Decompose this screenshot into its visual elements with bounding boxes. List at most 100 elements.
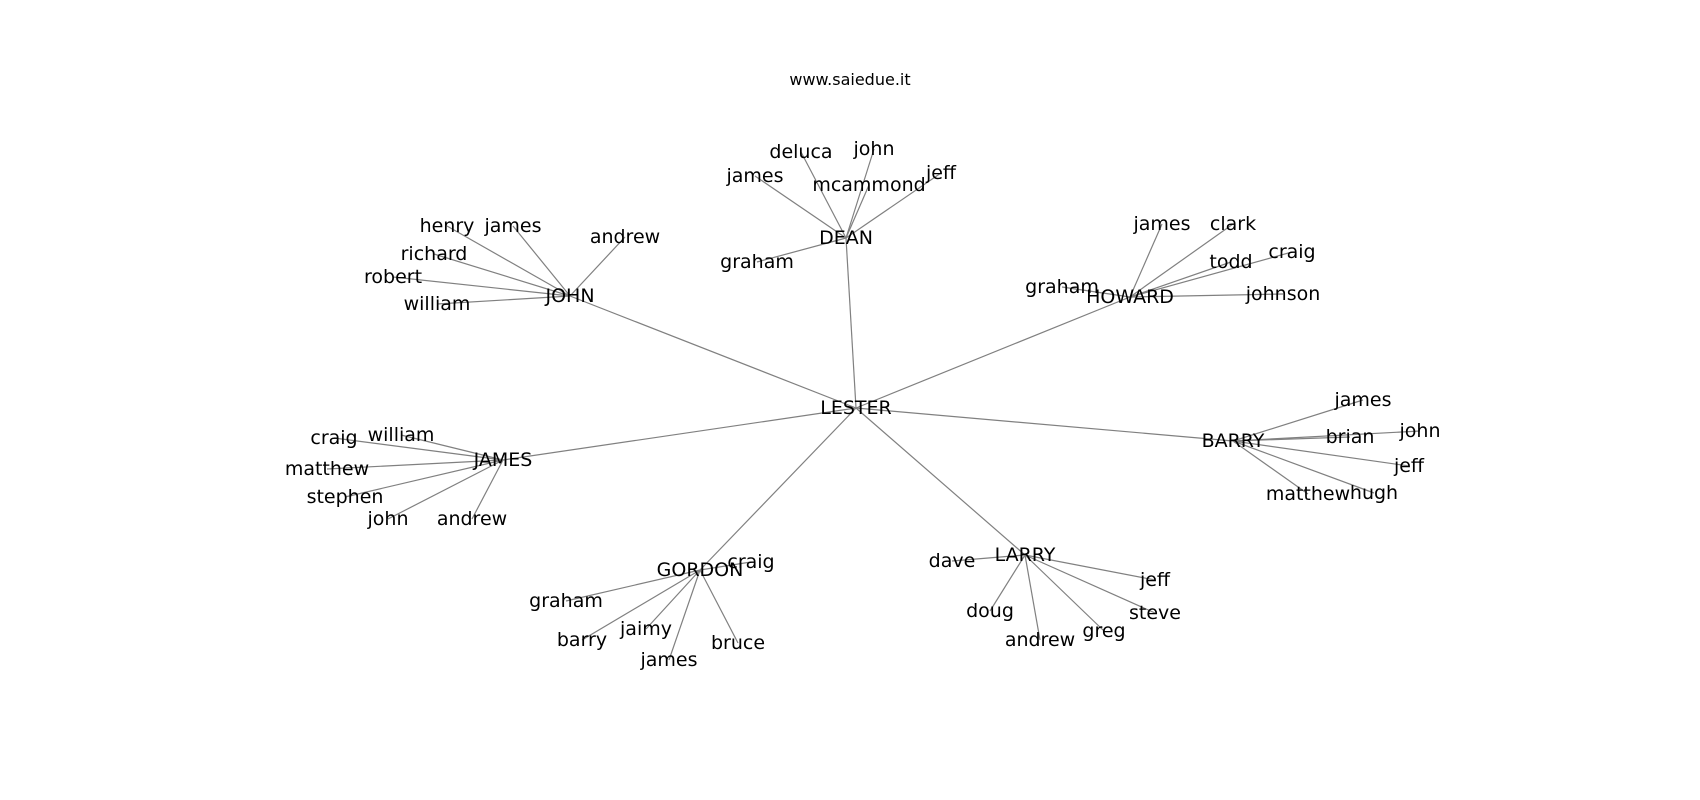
leaf-node-label: jeff [925, 162, 957, 184]
edge-root-howard [855, 296, 1131, 409]
site-title: www.saiedue.it [789, 70, 911, 89]
leaf-node-label: graham [529, 590, 603, 612]
edge-john-james [512, 225, 571, 297]
edge-larry-steve [1024, 554, 1156, 614]
hub-node-label: DEAN [819, 227, 873, 249]
edge-root-barry [855, 407, 1234, 442]
edge-root-james [502, 407, 857, 461]
leaf-node-label: james [725, 165, 783, 187]
edge-gordon-bruce [699, 569, 739, 644]
edge-john-henry [446, 225, 571, 297]
leaf-node-label: john [367, 508, 409, 530]
leaf-node-label: william [404, 293, 471, 315]
leaf-node-label: craig [310, 427, 357, 449]
edge-howard-james [1129, 223, 1163, 298]
edge-barry-john [1232, 430, 1421, 442]
leaf-node-label: stephen [307, 486, 384, 508]
edge-gordon-craig [699, 561, 752, 571]
leaf-node-label: todd [1209, 251, 1252, 273]
root-node-label: LESTER [820, 397, 891, 419]
leaf-node-label: james [1333, 389, 1391, 411]
edge-dean-deluca [800, 151, 847, 239]
leaf-node-label: jaimy [619, 618, 672, 640]
edge-james-john [387, 459, 504, 520]
leaf-node-label: james [483, 215, 541, 237]
graph-edges [326, 148, 1421, 661]
edge-howard-graham [1061, 286, 1131, 298]
edge-root-larry [855, 407, 1026, 556]
edge-john-andrew [569, 236, 626, 297]
leaf-node-label: andrew [590, 226, 660, 248]
leaf-node-label: graham [1025, 276, 1099, 298]
leaf-node-label: greg [1082, 620, 1125, 642]
edge-dean-john [845, 148, 875, 239]
hub-node-label: GORDON [657, 559, 744, 581]
edge-james-stephen [344, 459, 504, 498]
edge-larry-andrew [1024, 554, 1041, 641]
edge-gordon-jaimy [645, 569, 701, 630]
leaf-node-label: graham [720, 251, 794, 273]
leaf-node-label: william [368, 424, 435, 446]
edge-howard-todd [1129, 261, 1232, 298]
edge-barry-hugh [1232, 440, 1375, 494]
leaf-node-label: barry [557, 629, 607, 651]
edge-dean-mcammond [845, 184, 870, 239]
leaf-node-label: deluca [769, 141, 832, 163]
edge-howard-clark [1129, 223, 1234, 298]
edge-barry-matthew [1232, 440, 1309, 495]
leaf-node-label: clark [1210, 213, 1256, 235]
edge-howard-craig [1129, 251, 1293, 298]
leaf-node-label: matthew [285, 458, 369, 480]
edge-gordon-graham [565, 569, 701, 602]
leaf-node-label: andrew [437, 508, 507, 530]
edge-larry-doug [989, 554, 1026, 612]
leaf-node-label: john [1399, 420, 1441, 442]
edge-larry-greg [1024, 554, 1105, 632]
leaf-node-label: robert [364, 266, 422, 288]
leaf-node-label: hugh [1350, 482, 1398, 504]
leaf-node-label: james [639, 649, 697, 671]
leaf-node-label: craig [1268, 241, 1315, 263]
edge-james-william [400, 434, 504, 461]
hub-node-label: BARRY [1202, 430, 1265, 452]
edge-larry-jeff [1024, 554, 1156, 581]
edge-dean-james [754, 175, 847, 239]
leaf-node-label: bruce [711, 632, 765, 654]
edge-barry-james [1232, 399, 1364, 442]
leaf-node-label: johnson [1245, 283, 1321, 305]
leaf-node-label: brian [1326, 426, 1375, 448]
edge-barry-jeff [1232, 440, 1410, 467]
hub-node-label: JOHN [544, 285, 594, 307]
edge-howard-johnson [1129, 293, 1284, 298]
leaf-node-label: richard [401, 243, 468, 265]
hub-node-label: HOWARD [1086, 286, 1174, 308]
leaf-node-label: steve [1129, 602, 1181, 624]
leaf-node-label: andrew [1005, 629, 1075, 651]
leaf-node-label: henry [420, 215, 475, 237]
edge-root-john [569, 295, 857, 409]
edge-james-craig [333, 437, 504, 461]
edge-root-gordon [699, 407, 857, 571]
leaf-node-label: doug [966, 600, 1014, 622]
edge-dean-jeff [845, 172, 942, 239]
leaf-node-label: john [853, 138, 895, 160]
leaf-node-label: james [1132, 213, 1190, 235]
leaf-node-label: jeff [1139, 569, 1171, 591]
edge-gordon-barry [581, 569, 701, 641]
edge-gordon-james [668, 569, 701, 661]
edge-john-richard [433, 253, 571, 297]
edge-dean-graham [756, 237, 847, 263]
edge-john-william [436, 295, 571, 305]
leaf-node-label: jeff [1393, 455, 1425, 477]
leaf-node-label: craig [727, 551, 774, 573]
leaf-node-label: mcammond [812, 174, 925, 196]
edge-john-robert [392, 276, 571, 297]
hub-node-label: LARRY [995, 544, 1056, 566]
hub-node-label: JAMES [473, 449, 533, 471]
leaf-node-label: matthew [1266, 483, 1350, 505]
leaf-node-label: dave [929, 550, 976, 572]
edge-larry-dave [951, 554, 1026, 562]
edge-james-andrew [471, 459, 504, 520]
